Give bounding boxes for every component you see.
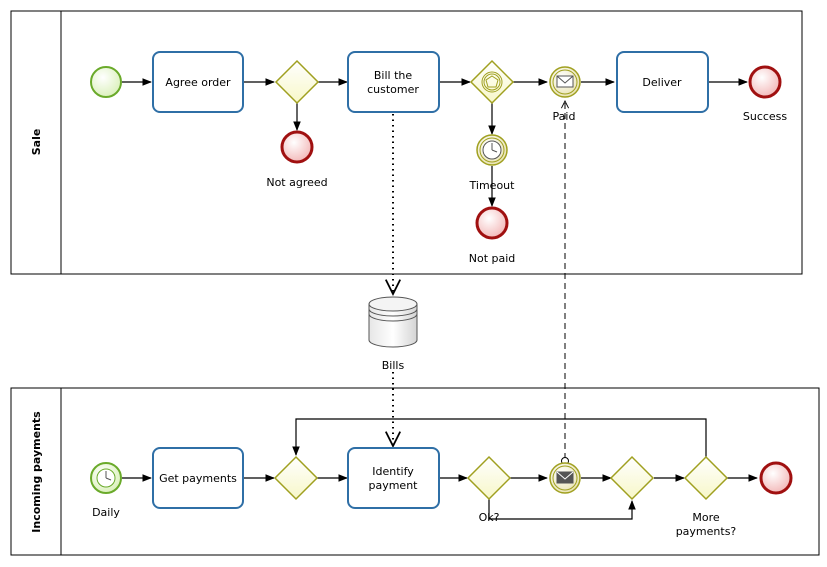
end-event-not-paid[interactable] bbox=[475, 206, 509, 240]
data-store-bills[interactable] bbox=[368, 296, 418, 348]
success-label: Success bbox=[743, 110, 788, 123]
task-bill-label-line2: customer bbox=[367, 83, 419, 96]
paid-label: Paid bbox=[553, 110, 576, 123]
event-based-gateway[interactable] bbox=[469, 59, 515, 105]
pool-sale-label: Sale bbox=[30, 129, 43, 156]
not-paid-label: Not paid bbox=[469, 252, 516, 265]
pool-sale: Sale bbox=[10, 10, 803, 275]
incoming-end-event[interactable] bbox=[759, 461, 793, 495]
task-agree-order[interactable]: Agree order bbox=[152, 51, 244, 113]
not-agreed-label: Not agreed bbox=[266, 176, 327, 189]
task-deliver[interactable]: Deliver bbox=[616, 51, 709, 113]
gateway-agreed[interactable] bbox=[274, 59, 320, 105]
sale-start-event[interactable] bbox=[90, 66, 122, 98]
task-bill-label-line1: Bill the bbox=[374, 69, 412, 82]
task-identify-payment[interactable]: Identify payment bbox=[347, 447, 440, 509]
task-get-payments[interactable]: Get payments bbox=[152, 447, 244, 509]
task-bill-customer[interactable]: Bill the customer bbox=[347, 51, 440, 113]
more-payments-label-line1: More bbox=[692, 511, 720, 524]
message-catch-event-paid[interactable] bbox=[549, 66, 581, 98]
bills-label: Bills bbox=[382, 359, 405, 372]
task-deliver-label: Deliver bbox=[642, 76, 682, 89]
gateway-more-payments[interactable] bbox=[683, 455, 729, 501]
timeout-label: Timeout bbox=[469, 179, 516, 192]
task-identify-label-line1: Identify bbox=[372, 465, 414, 478]
timer-event-timeout[interactable] bbox=[476, 134, 508, 166]
task-agree-order-label: Agree order bbox=[165, 76, 231, 89]
task-identify-label-line2: payment bbox=[368, 479, 418, 492]
pool-incoming-label: Incoming payments bbox=[30, 411, 43, 533]
end-event-success[interactable] bbox=[748, 65, 782, 99]
daily-label: Daily bbox=[92, 506, 120, 519]
timer-start-event-daily[interactable] bbox=[90, 462, 122, 494]
message-throw-event[interactable] bbox=[549, 462, 581, 494]
gateway-merge-ok[interactable] bbox=[609, 455, 655, 501]
gateway-ok[interactable] bbox=[466, 455, 512, 501]
task-get-payments-label: Get payments bbox=[159, 472, 237, 485]
more-payments-label-line2: payments? bbox=[676, 525, 737, 538]
incoming-sequence-flows bbox=[122, 418, 758, 520]
ok-label: Ok? bbox=[479, 511, 500, 524]
sale-sequence-flows bbox=[122, 78, 748, 207]
end-event-not-agreed[interactable] bbox=[280, 130, 314, 164]
gateway-merge-loop[interactable] bbox=[273, 455, 319, 501]
